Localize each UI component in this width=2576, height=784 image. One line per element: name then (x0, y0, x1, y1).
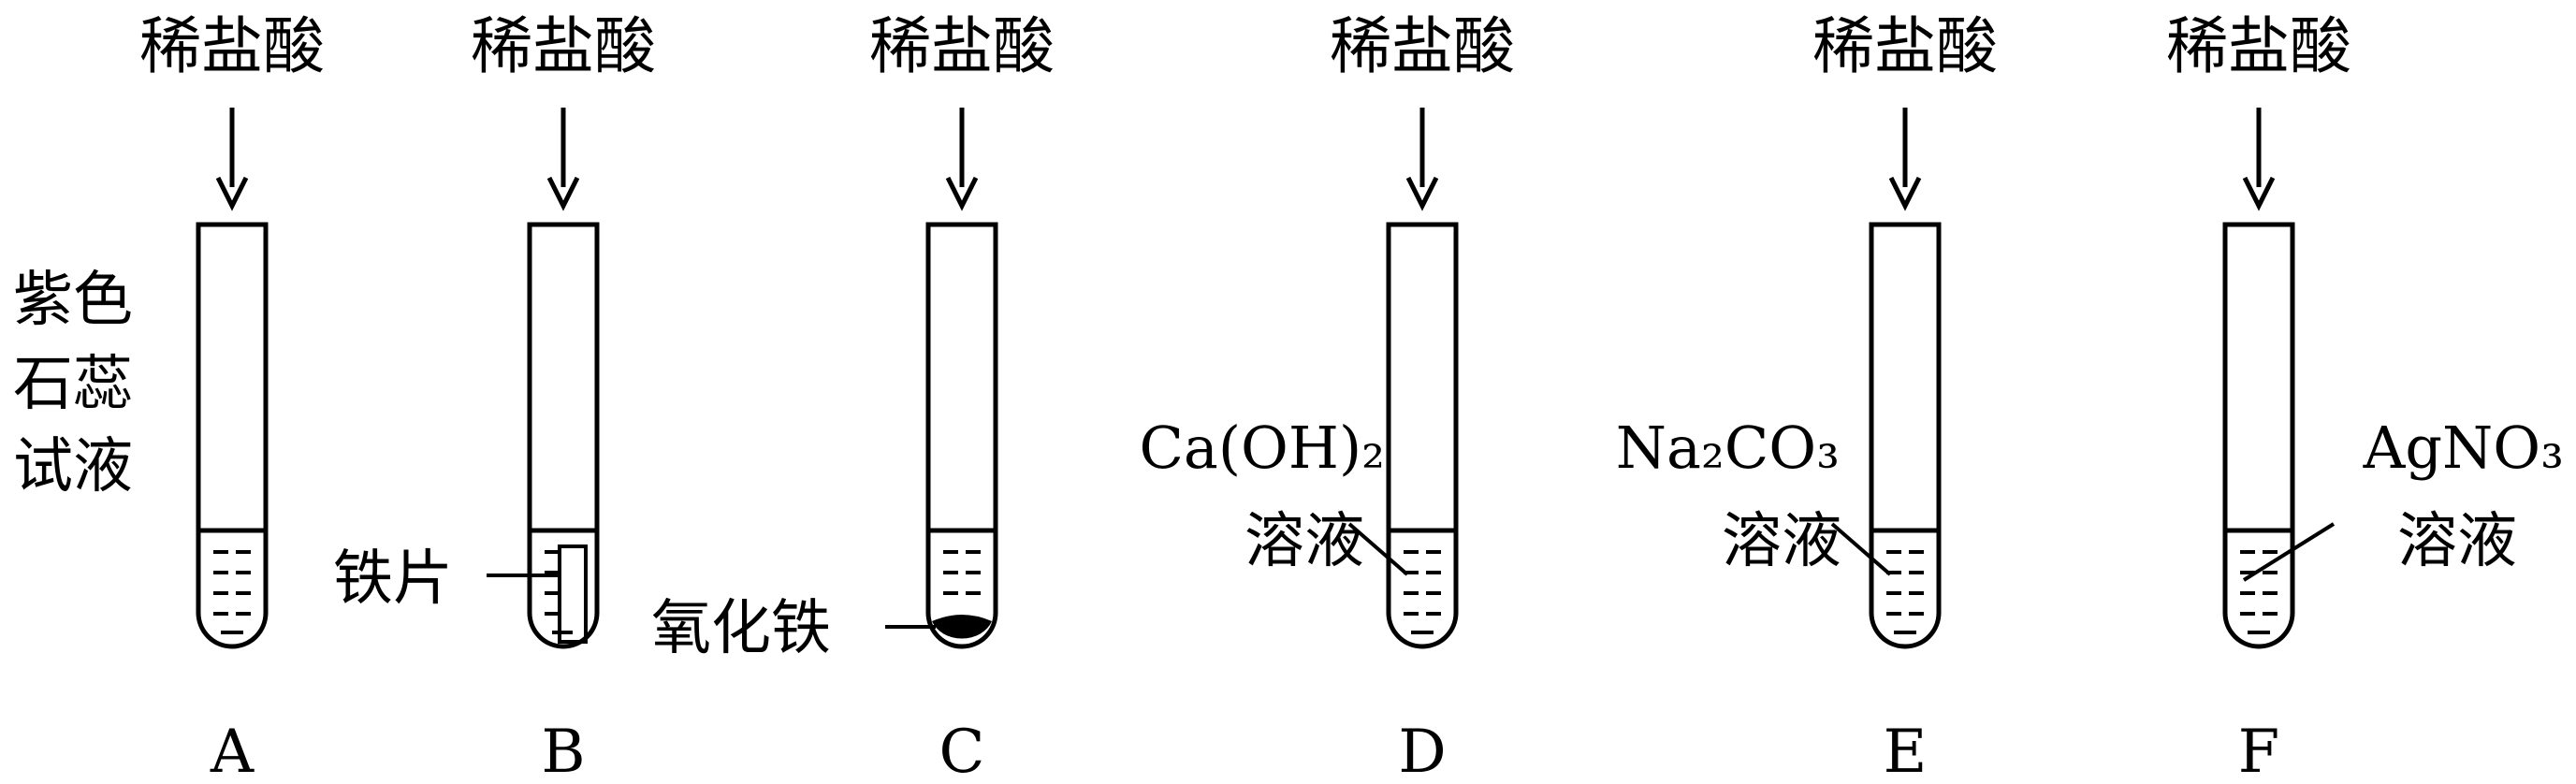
liquid-dashes (213, 550, 251, 634)
tube-letter-e: E (1884, 718, 1928, 784)
agno3-solution-label: 溶液 (2397, 507, 2517, 576)
tube-group-a: 稀盐酸 紫色 石蕊 试液 A (13, 10, 325, 784)
test-tube (196, 222, 269, 649)
down-arrow-icon (2242, 108, 2276, 211)
tube-group-e: 稀盐酸 Na₂CO₃ 溶液 E (1616, 10, 1998, 784)
test-tube (1869, 222, 1942, 649)
tube-group-f: 稀盐酸 AgNO₃ 溶液 F (2166, 10, 2564, 784)
down-arrow-icon (1888, 108, 1922, 211)
tube-letter-f: F (2238, 718, 2279, 784)
tube-letter-c: C (939, 718, 985, 784)
caoh2-formula: Ca(OH)₂ (1139, 414, 1385, 482)
iron-label: 铁片 (333, 544, 453, 614)
reagent-label-f: 稀盐酸 (2166, 10, 2351, 82)
na2co3-formula: Na₂CO₃ (1616, 414, 1840, 482)
test-tube (1386, 222, 1459, 649)
iron-piece (558, 544, 588, 644)
agno3-formula: AgNO₃ (2363, 414, 2564, 482)
down-arrow-icon (546, 108, 580, 211)
caoh2-label-leader (1347, 522, 1409, 576)
oxide-label: 氧化铁 (651, 594, 831, 663)
tube-letter-b: B (541, 718, 585, 784)
test-tube (2222, 222, 2295, 649)
agno3-label-leader (2242, 522, 2336, 582)
liquid-dashes (545, 550, 573, 634)
tube-letter-a: A (210, 718, 255, 784)
test-tube (925, 222, 998, 649)
litmus-label-line3: 试液 (13, 432, 133, 501)
liquid-dashes (943, 550, 981, 595)
down-arrow-icon (945, 108, 979, 211)
litmus-label-line2: 石蕊 (13, 350, 133, 419)
liquid-dashes (1886, 550, 1924, 634)
test-tube (527, 222, 600, 649)
reagent-label-e: 稀盐酸 (1812, 10, 1998, 82)
reagent-label-c: 稀盐酸 (869, 10, 1055, 82)
tube-group-c: 稀盐酸 氧化铁 C (651, 10, 1055, 784)
down-arrow-icon (1405, 108, 1439, 211)
caoh2-solution-label: 溶液 (1244, 507, 1364, 576)
reagent-label-b: 稀盐酸 (471, 10, 656, 82)
litmus-label-line1: 紫色 (13, 266, 133, 335)
reagent-label-a: 稀盐酸 (139, 10, 325, 82)
na2co3-solution-label: 溶液 (1722, 507, 1841, 576)
liquid-dashes (2240, 550, 2278, 634)
tube-group-d: 稀盐酸 Ca(OH)₂ 溶液 D (1139, 10, 1515, 784)
na2co3-label-leader (1830, 522, 1892, 576)
down-arrow-icon (215, 108, 249, 211)
liquid-dashes (1404, 550, 1441, 634)
reagent-label-d: 稀盐酸 (1330, 10, 1515, 82)
tube-group-b: 稀盐酸 铁片 B (333, 10, 656, 784)
tube-letter-d: D (1398, 718, 1446, 784)
iron-oxide-powder (932, 615, 992, 639)
